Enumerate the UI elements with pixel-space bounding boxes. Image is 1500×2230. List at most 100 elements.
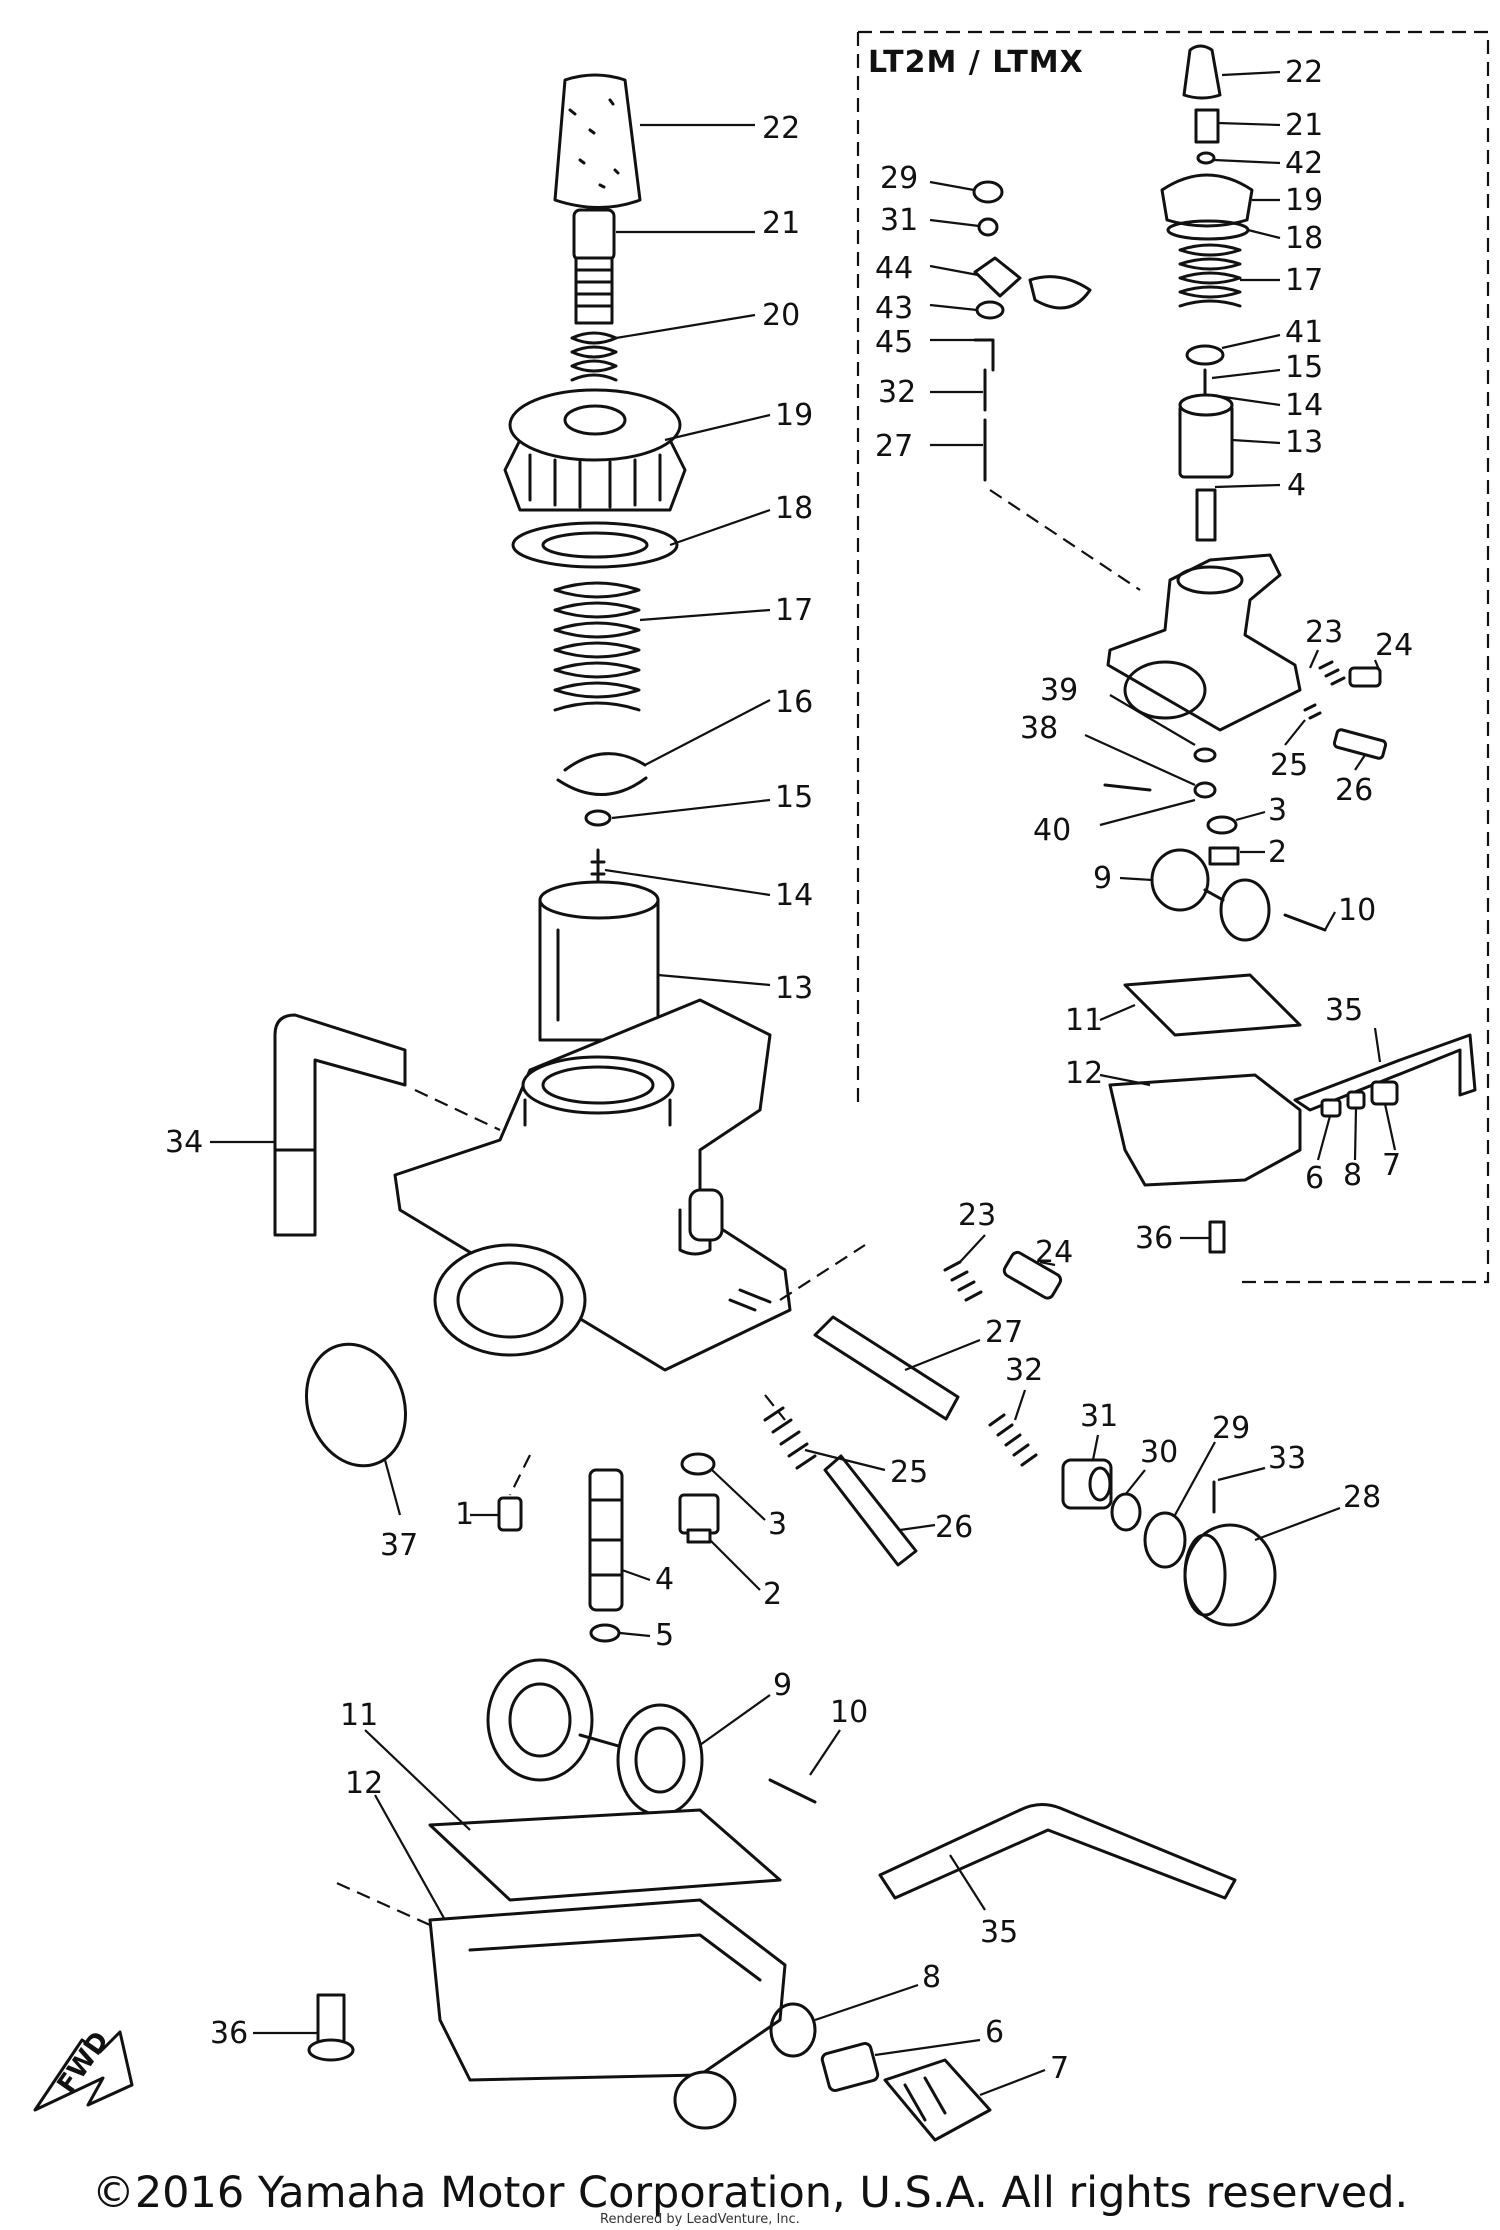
callout-13: 13: [775, 971, 813, 1006]
callout-28: 28: [1343, 1480, 1381, 1515]
part-20-spring: [570, 331, 618, 382]
part-15-clip: [584, 809, 612, 827]
inset-callout-31: 31: [880, 203, 918, 238]
inset-callout-24: 24: [1375, 628, 1413, 663]
callout-35: 35: [980, 1915, 1018, 1950]
callout-4: 4: [655, 1562, 674, 1597]
part-28-cap: [1183, 1523, 1277, 1627]
callout-31: 31: [1080, 1399, 1118, 1434]
inset-callout-41: 41: [1285, 315, 1323, 350]
inset-callout-40: 40: [1033, 813, 1071, 848]
callout-12: 12: [345, 1766, 383, 1801]
part-6-fitting: [820, 2042, 880, 2092]
callout-22: 22: [762, 111, 800, 146]
inset-callout-13: 13: [1285, 425, 1323, 460]
callout-34: 34: [165, 1125, 203, 1160]
render-credit: Rendered by LeadVenture, Inc.: [600, 2212, 800, 2227]
inset-callout-26: 26: [1335, 773, 1373, 808]
inset-callout-11: 11: [1065, 1003, 1103, 1038]
inset-callout-32: 32: [878, 375, 916, 410]
callout-15: 15: [775, 780, 813, 815]
part-24-screw: [1002, 1250, 1063, 1300]
copyright-notice: ©2016 Yamaha Motor Corporation, U.S.A. A…: [91, 2168, 1409, 2218]
part-12-float-bowl: [428, 1898, 787, 2130]
callout-10: 10: [830, 1695, 868, 1730]
callout-17: 17: [775, 593, 813, 628]
part-9-floats: [486, 1658, 704, 1817]
inset-callout-6: 6: [1305, 1161, 1324, 1196]
part-8-gasket: [769, 2002, 817, 2058]
callout-19: 19: [775, 398, 813, 433]
callout-18: 18: [775, 491, 813, 526]
callout-3: 3: [768, 1507, 787, 1542]
inset-callout-4: 4: [1287, 468, 1306, 503]
inset-callout-23: 23: [1305, 615, 1343, 650]
callout-1: 1: [455, 1497, 474, 1532]
part-13-throttle-valve: [538, 880, 660, 1042]
part-27-plunger: [813, 1315, 960, 1421]
part-32-spring: [988, 1413, 1038, 1467]
callout-16: 16: [775, 685, 813, 720]
callout-29: 29: [1212, 1411, 1250, 1446]
part-7-drain-bolt: [883, 2058, 992, 2142]
part-23-spring: [943, 1260, 983, 1302]
part-19-top-cap: [503, 388, 687, 512]
inset-callout-42: 42: [1285, 146, 1323, 181]
inset-callout-7: 7: [1382, 1148, 1401, 1183]
inset-callout-39: 39: [1040, 673, 1078, 708]
inset-callout-29: 29: [880, 161, 918, 196]
part-16-clip: [556, 752, 648, 796]
part-29-washer: [1143, 1511, 1187, 1569]
part-37-o-ring: [304, 1342, 408, 1468]
inset-callout-18: 18: [1285, 221, 1323, 256]
callout-6: 6: [985, 2015, 1004, 2050]
callout-23: 23: [958, 1198, 996, 1233]
part-5-ring: [589, 1623, 621, 1643]
part-36-screw: [307, 1993, 355, 2062]
part-35-drain-hose: [878, 1803, 1237, 1900]
callout-21: 21: [762, 206, 800, 241]
inset-title: LT2M / LTMX: [868, 45, 1084, 80]
callout-9: 9: [773, 1668, 792, 1703]
part-30-ring: [1110, 1492, 1142, 1532]
inset-callout-3: 3: [1268, 793, 1287, 828]
inset-callout-17: 17: [1285, 263, 1323, 298]
inset-border: [856, 30, 1490, 1284]
inset-callout-14: 14: [1285, 388, 1323, 423]
inset-callout-2: 2: [1268, 835, 1287, 870]
inset-callout-25: 25: [1270, 748, 1308, 783]
inset-callout-43: 43: [875, 291, 913, 326]
carburetor-body: [393, 998, 792, 1372]
inset-callouts: 22 21 42 19 18 17 41 15 14 13 4 29 31 44…: [875, 55, 1413, 1256]
callout-20: 20: [762, 298, 800, 333]
callout-11: 11: [340, 1698, 378, 1733]
callout-7: 7: [1050, 2051, 1069, 2086]
callout-8: 8: [922, 1960, 941, 1995]
inset-callout-12: 12: [1065, 1056, 1103, 1091]
part-26-screw: [823, 1454, 918, 1567]
inset-callout-8: 8: [1343, 1158, 1362, 1193]
inset-callout-36: 36: [1135, 1221, 1173, 1256]
part-11-gasket: [428, 1808, 782, 1902]
callout-5: 5: [655, 1618, 674, 1653]
part-34-hose: [273, 1013, 407, 1237]
part-3-washer: [680, 1452, 716, 1476]
callout-33: 33: [1268, 1441, 1306, 1476]
part-17-spring: [553, 581, 641, 712]
fwd-arrow: FWD: [33, 2026, 134, 2112]
inset-callout-19: 19: [1285, 183, 1323, 218]
part-25-spring: [763, 1406, 817, 1470]
callout-37: 37: [380, 1528, 418, 1563]
part-18-gasket: [511, 521, 679, 569]
part-31-nut: [1061, 1458, 1113, 1510]
part-2-plug: [678, 1493, 720, 1544]
inset-callout-38: 38: [1020, 711, 1058, 746]
main-callouts: 22 21 20 19 18 17 16 15 14 13 34 23 24 2…: [165, 111, 1381, 2097]
inset-callout-10: 10: [1338, 893, 1376, 928]
callout-36: 36: [210, 2016, 248, 2051]
callout-26: 26: [935, 1510, 973, 1545]
callout-32: 32: [1005, 1353, 1043, 1388]
inset-callout-22: 22: [1285, 55, 1323, 90]
inset-callout-27: 27: [875, 429, 913, 464]
